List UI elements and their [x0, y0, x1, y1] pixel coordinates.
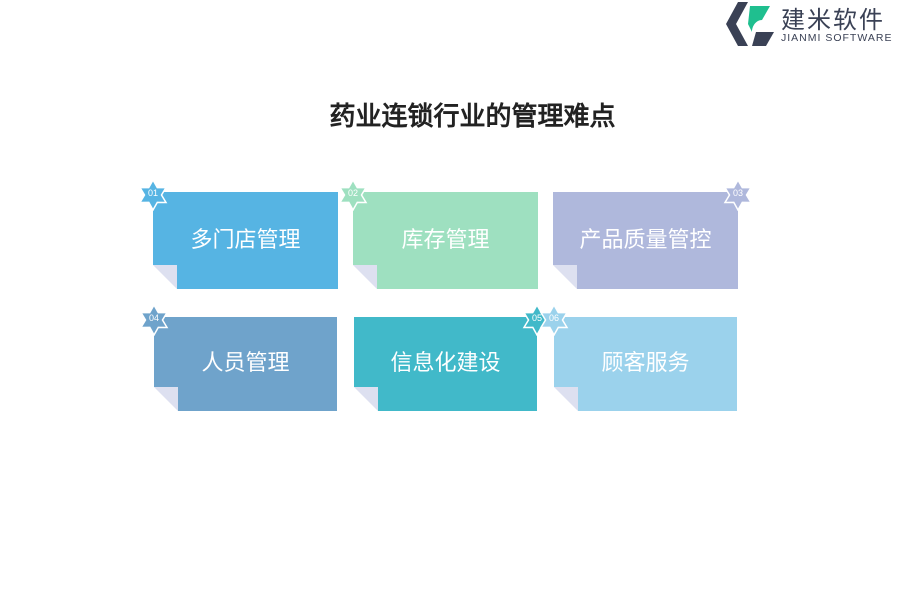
card-label: 人员管理 — [201, 351, 290, 376]
folded-corner — [354, 387, 378, 411]
brand-logo: 建米软件 JIANMI SOFTWARE — [726, 2, 900, 46]
card-label: 多门店管理 — [190, 227, 301, 253]
folded-corner — [553, 265, 577, 289]
badge-number: 04 — [148, 313, 159, 323]
card-05: 信息化建设 — [354, 317, 537, 411]
folded-corner — [154, 387, 178, 411]
badge-number: 05 — [531, 313, 542, 323]
card-04: 人员管理 — [154, 317, 337, 411]
logo-text-en: JIANMI SOFTWARE — [781, 32, 893, 44]
card-03: 产品质量管控 — [553, 192, 738, 289]
badge-number: 01 — [147, 188, 158, 198]
number-badge-star-icon: 02 — [337, 178, 369, 212]
folded-corner — [554, 387, 578, 411]
card-06: 顾客服务 — [554, 317, 737, 411]
page-title: 药业连锁行业的管理难点 — [329, 102, 616, 132]
card-02: 库存管理 — [353, 192, 538, 289]
number-badge-star-icon: 01 — [137, 178, 169, 212]
badge-number: 02 — [347, 188, 358, 198]
logo-text-cn: 建米软件 — [781, 6, 885, 34]
folded-corner — [153, 265, 177, 289]
badge-number: 03 — [732, 188, 743, 198]
card-label: 产品质量管控 — [579, 227, 712, 253]
logo-mark-icon — [726, 2, 774, 46]
card-label: 顾客服务 — [601, 351, 690, 376]
number-badge-star-icon: 06 — [538, 303, 570, 337]
badge-number: 06 — [548, 313, 559, 323]
card-label: 信息化建设 — [390, 351, 501, 376]
card-label: 库存管理 — [401, 227, 490, 253]
number-badge-star-icon: 03 — [722, 178, 754, 212]
folded-corner — [353, 265, 377, 289]
number-badge-star-icon: 04 — [138, 303, 170, 337]
card-01: 多门店管理 — [153, 192, 338, 289]
